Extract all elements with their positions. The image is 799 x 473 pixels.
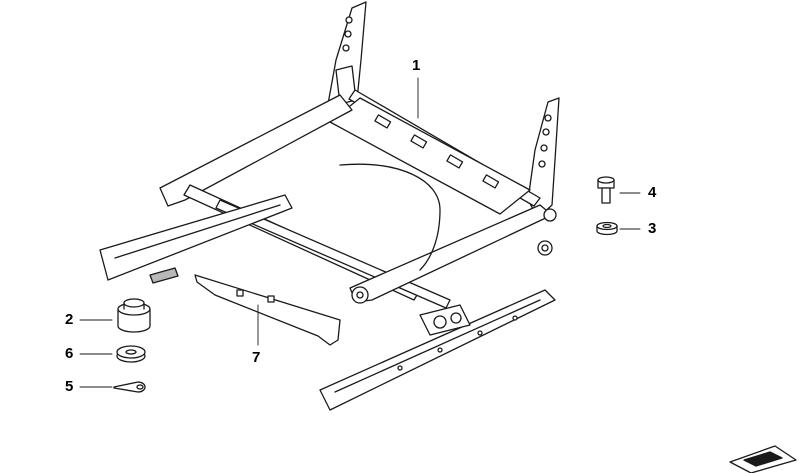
callout-6: 6 [65,345,74,362]
right-side-frame [349,204,553,303]
callout-5: 5 [65,378,74,395]
front-pivot [351,208,557,304]
catalog-logo-mark [729,445,797,473]
callout-1: 1 [412,57,421,74]
trim-plate [194,274,341,346]
part-3-nut [596,221,618,236]
part-6-washer [116,345,146,363]
right-backrest-bracket [527,97,560,219]
spring [149,267,179,284]
leader-lines [79,77,641,388]
left-side-frame [159,94,353,207]
adjustment-cable [339,163,441,271]
callout-3: 3 [648,220,657,237]
left-seat-rail [99,194,293,281]
callout-7: 7 [252,349,261,366]
callout-2: 2 [65,311,74,328]
callout-4: 4 [648,184,657,201]
seat-pan-plate [329,97,531,215]
right-seat-rail [319,289,556,411]
part-4-bolt [597,176,615,204]
part-2-rubber-stop [117,298,151,333]
part-5-clip [113,381,146,393]
recliner-mechanism [419,304,471,336]
